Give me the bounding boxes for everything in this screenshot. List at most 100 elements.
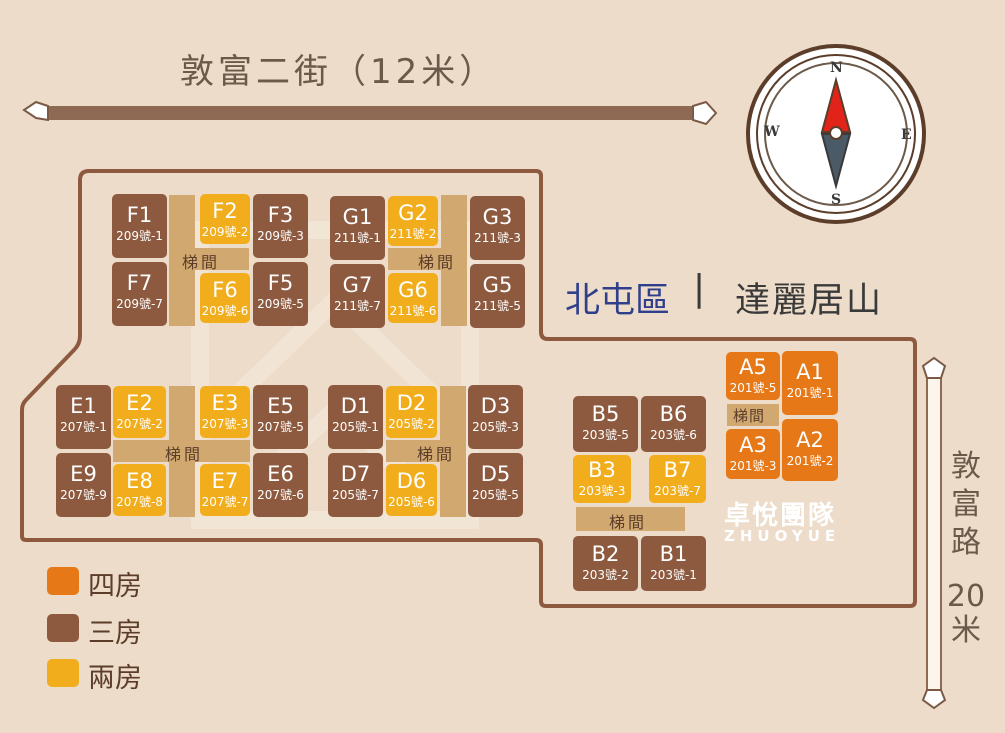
unit-d5[interactable]: D5 205號-5 — [468, 453, 523, 517]
stair-e-horizontal — [113, 440, 250, 462]
unit-address: 207號-7 — [201, 495, 249, 509]
unit-code: B5 — [591, 402, 620, 426]
unit-address: 203號-6 — [650, 428, 697, 442]
right-road-top-end — [921, 356, 947, 379]
project-name: 達麗居山 — [735, 281, 884, 321]
unit-address: 211號-3 — [474, 231, 521, 245]
top-road-left-end — [22, 100, 49, 122]
unit-address: 201號-5 — [729, 381, 777, 395]
unit-address: 211號-6 — [389, 304, 437, 318]
stair-label-f: 梯間 — [182, 253, 221, 272]
unit-d7[interactable]: D7 205號-7 — [328, 453, 383, 517]
unit-code: D1 — [340, 394, 371, 418]
unit-address: 211號-5 — [474, 299, 521, 313]
unit-b5[interactable]: B5 203號-5 — [573, 396, 638, 452]
unit-code: G1 — [342, 205, 373, 229]
unit-address: 205號-7 — [332, 488, 379, 502]
unit-code: F6 — [212, 278, 238, 302]
right-road-bar — [926, 377, 942, 691]
stair-label-a: 梯間 — [733, 407, 766, 425]
legend-label-three-room: 三房 — [88, 618, 142, 649]
heading-separator: | — [693, 268, 706, 309]
team-name: 卓悅團隊 — [724, 501, 837, 531]
unit-code: A3 — [739, 433, 767, 457]
unit-code: G6 — [398, 278, 428, 302]
right-road-unit: 米 — [951, 613, 981, 648]
unit-address: 205號-1 — [332, 420, 379, 434]
unit-code: E5 — [267, 394, 294, 418]
unit-code: G3 — [482, 205, 513, 229]
unit-code: B6 — [659, 402, 688, 426]
unit-code: D5 — [480, 462, 511, 486]
unit-address: 205號-3 — [472, 420, 519, 434]
unit-d1[interactable]: D1 205號-1 — [328, 385, 383, 449]
unit-b6[interactable]: B6 203號-6 — [641, 396, 706, 452]
unit-address: 209號-5 — [257, 297, 304, 311]
unit-g7[interactable]: G7 211號-7 — [330, 264, 385, 328]
compass-icon — [746, 44, 926, 224]
unit-g3[interactable]: G3 211號-3 — [470, 196, 525, 260]
unit-code: D7 — [340, 462, 371, 486]
stair-label-b: 梯間 — [609, 513, 648, 532]
district-name: 北屯區 — [565, 281, 671, 321]
unit-address: 205號-2 — [388, 417, 435, 431]
unit-address: 205號-6 — [388, 495, 435, 509]
unit-code: E9 — [70, 462, 97, 486]
legend-swatch-two-room — [47, 659, 79, 687]
right-road-char-1: 敦 — [951, 449, 981, 484]
unit-address: 211號-7 — [334, 299, 381, 313]
unit-address: 209號-3 — [257, 229, 304, 243]
unit-d2[interactable]: D2 205號-2 — [386, 386, 437, 438]
unit-e9[interactable]: E9 207號-9 — [56, 453, 111, 517]
legend-swatch-four-room — [47, 567, 79, 595]
unit-address: 205號-5 — [472, 488, 519, 502]
stair-label-g: 梯間 — [418, 253, 457, 272]
unit-code: A1 — [796, 360, 824, 384]
unit-address: 203號-5 — [582, 428, 629, 442]
unit-address: 201號-2 — [786, 454, 834, 468]
unit-g6[interactable]: G6 211號-6 — [388, 273, 438, 323]
unit-code: D2 — [396, 391, 427, 415]
unit-code: E8 — [126, 469, 153, 493]
unit-address: 207號-9 — [60, 488, 107, 502]
compass-letter-e: E — [901, 127, 912, 143]
unit-address: 209號-7 — [116, 297, 163, 311]
unit-address: 207號-2 — [116, 417, 163, 431]
unit-code: B2 — [591, 542, 620, 566]
right-road-char-3: 路 — [951, 525, 981, 560]
legend-label-two-room: 兩房 — [88, 663, 142, 694]
unit-address: 203號-7 — [654, 484, 701, 498]
unit-address: 209號-2 — [201, 225, 249, 239]
unit-code: E6 — [267, 462, 294, 486]
unit-code: E3 — [211, 391, 239, 415]
right-road-char-2: 富 — [951, 487, 981, 522]
stair-label-e: 梯間 — [165, 445, 204, 464]
unit-code: G7 — [342, 273, 373, 297]
